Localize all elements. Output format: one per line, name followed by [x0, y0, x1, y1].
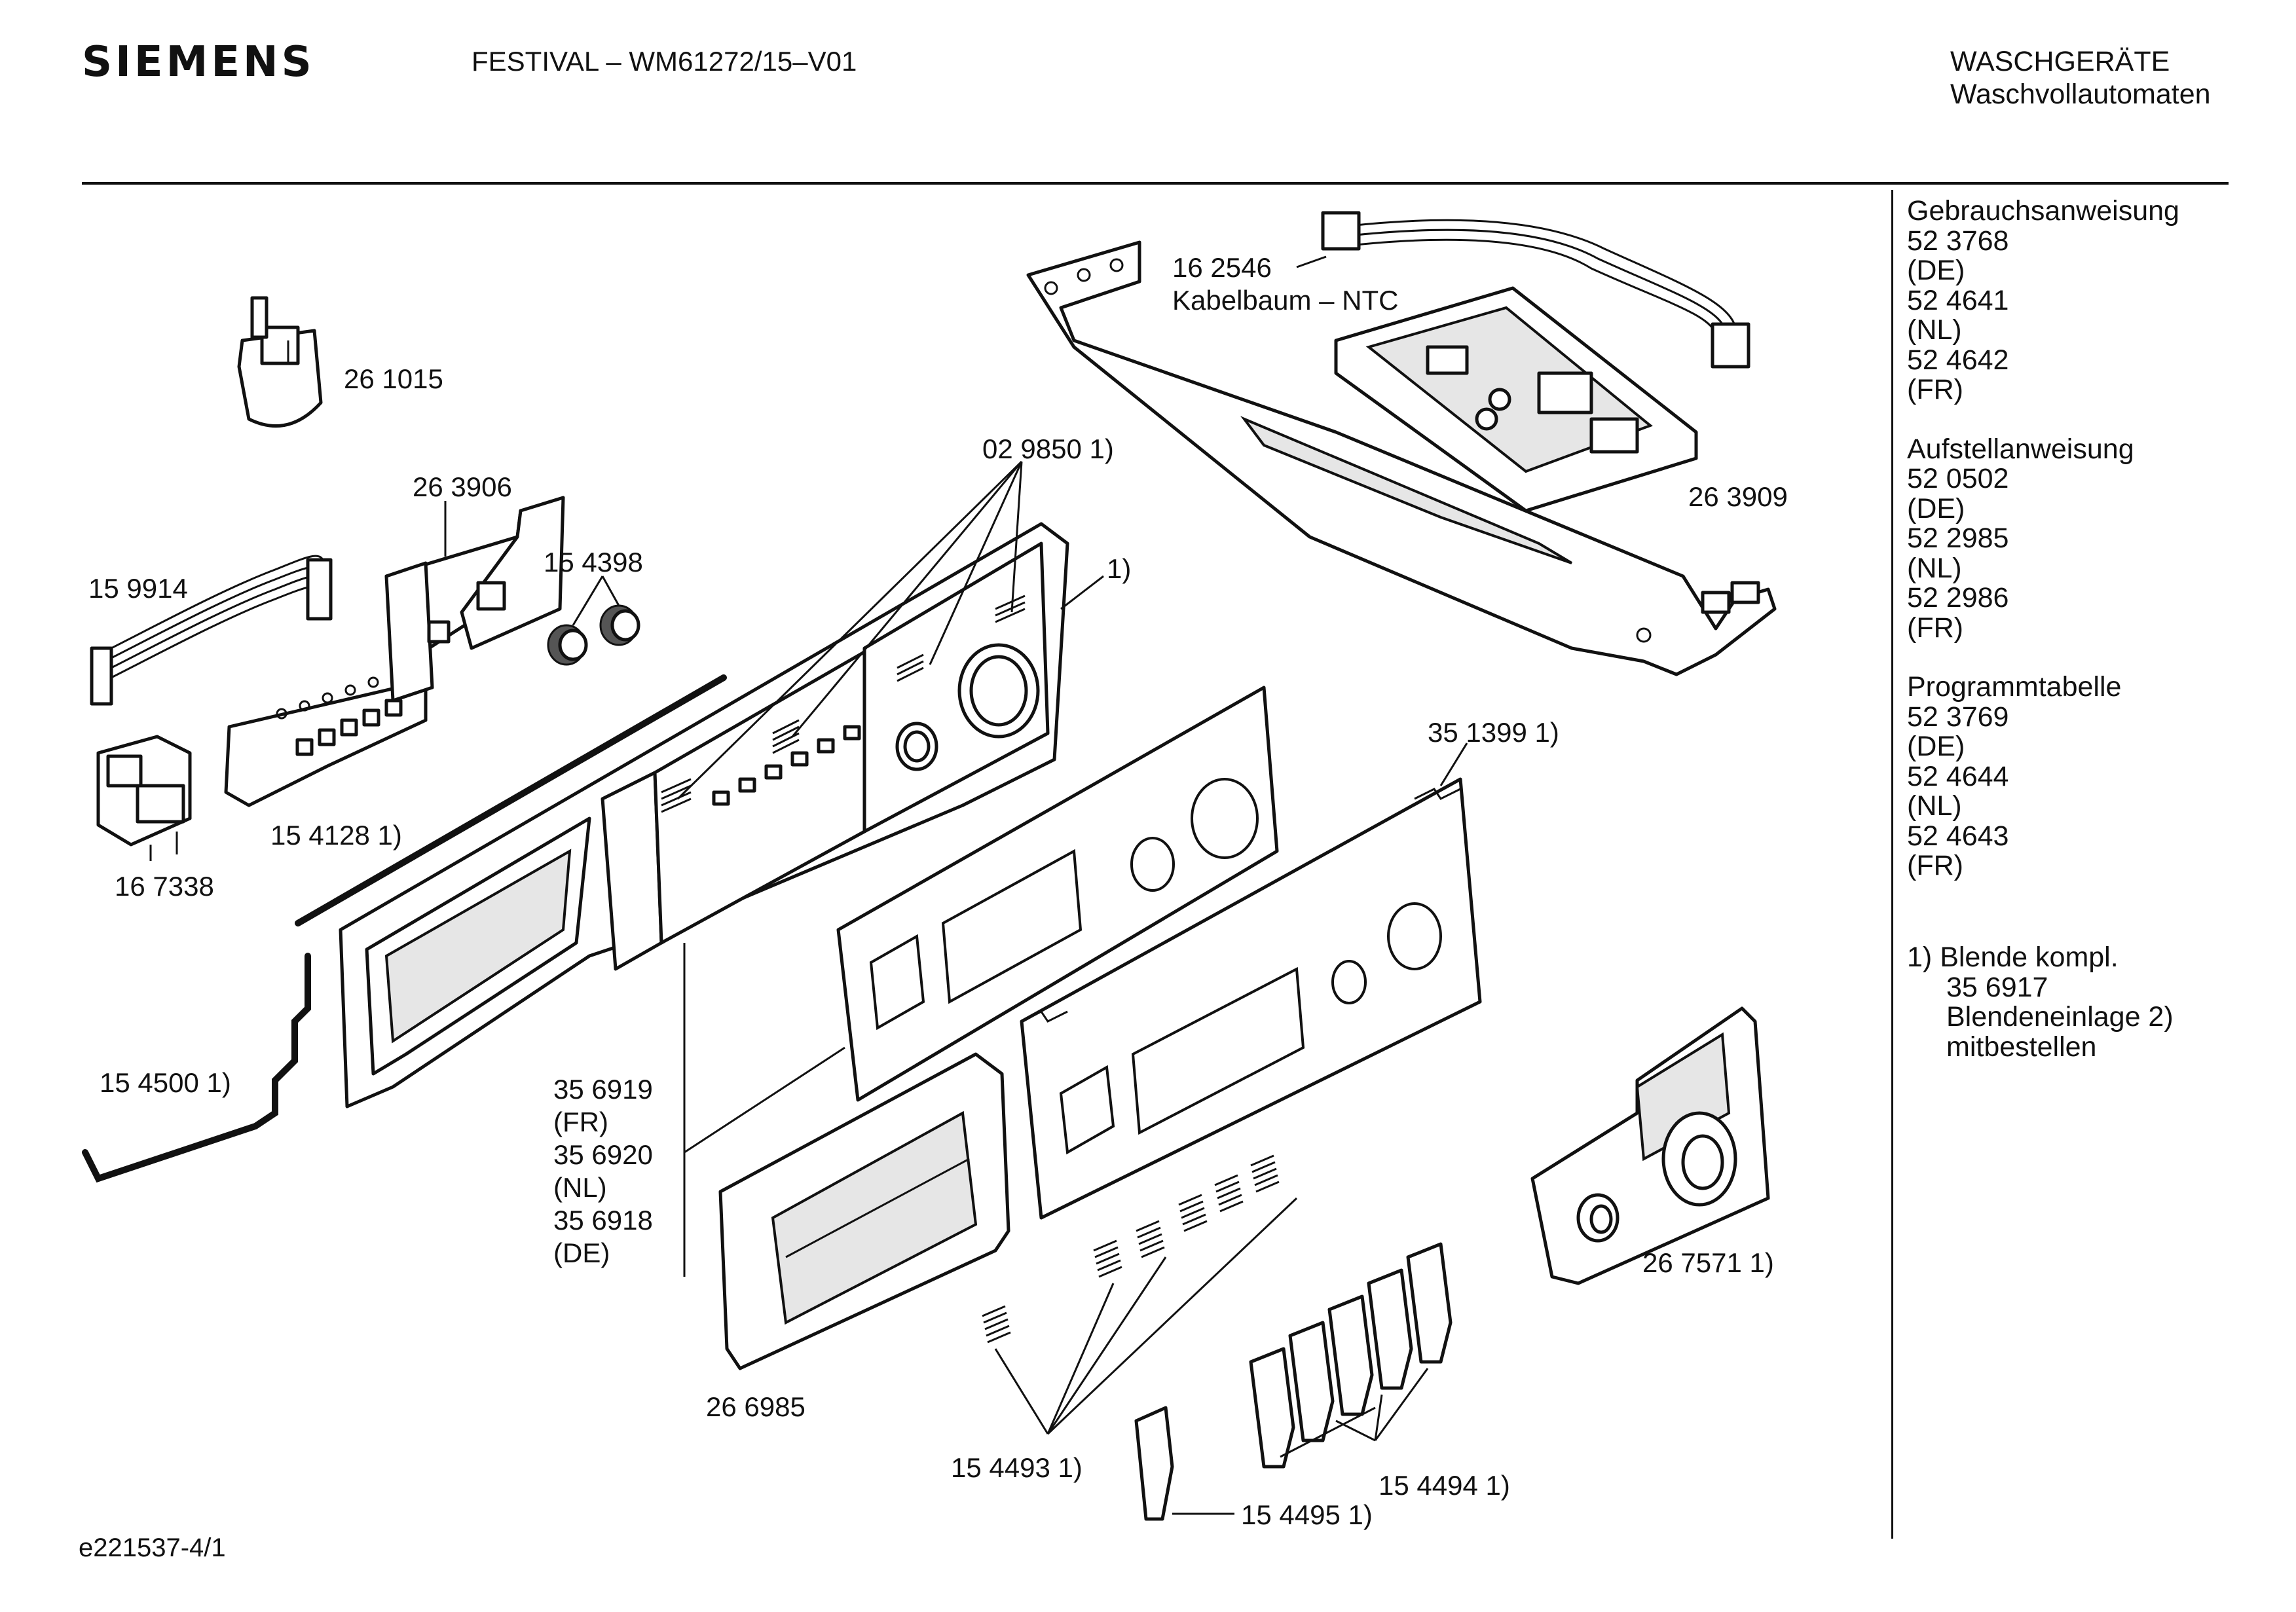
part-154128-rod: [295, 674, 727, 926]
doc-line: 52 2986: [1907, 582, 2009, 614]
header-divider: [82, 182, 2229, 185]
label-154500: 15 4500 1): [100, 1067, 231, 1098]
label-162546-desc: Kabelbaum – NTC: [1172, 285, 1399, 316]
part-154500-rod: [82, 953, 311, 1183]
label-263906: 26 3906: [413, 471, 512, 502]
part-154493-springs: [982, 1154, 1280, 1344]
part-261015-drawing: [237, 296, 323, 428]
label-267571: 26 7571 1): [1642, 1247, 1774, 1278]
part-351399-drawing: [1020, 777, 1482, 1220]
part-154494-keys: [1249, 1242, 1453, 1469]
doc-group-title: Gebrauchsanweisung: [1907, 195, 2179, 227]
brand-logo: SIEMENS: [82, 38, 315, 86]
doc-line: (DE): [1907, 492, 1965, 524]
part-154495-key: [1134, 1406, 1174, 1521]
part-263906-drawing: [224, 496, 565, 807]
label-154493: 15 4493 1): [951, 1452, 1083, 1483]
label-029850: 02 9850 1): [982, 433, 1114, 464]
footnote-line: 35 6917: [1946, 971, 2048, 1003]
doc-line: 52 4642: [1907, 344, 2009, 376]
model-title: FESTIVAL – WM61272/15–V01: [472, 46, 857, 77]
subcategory-title: Waschvollautomaten: [1950, 79, 2211, 110]
label-356919-variant: (FR): [553, 1107, 608, 1137]
label-167338: 16 7338: [115, 871, 214, 902]
label-351399: 35 1399 1): [1428, 717, 1559, 748]
label-263909: 26 3909: [1688, 481, 1788, 512]
category-title: WASCHGERÄTE: [1950, 46, 2170, 77]
documents-sidebar: Gebrauchsanweisung 52 3768 (DE) 52 4641 …: [1907, 196, 2179, 911]
doc-line: (FR): [1907, 612, 1963, 644]
part-263909-drawing: [1026, 240, 1777, 676]
label-356920-variant: (NL): [553, 1172, 607, 1203]
doc-line: 52 2985: [1907, 522, 2009, 554]
label-261015: 26 1015: [344, 363, 443, 394]
part-356919-drawing: [836, 686, 1279, 1102]
part-154398-drawing: [547, 576, 640, 666]
document-id: e221537-4/1: [79, 1533, 226, 1562]
doc-line: (DE): [1907, 731, 1965, 762]
label-356919: 35 6919: [553, 1074, 653, 1105]
part-167338-drawing: [96, 735, 192, 861]
label-356918-variant: (DE): [553, 1237, 610, 1268]
footnote-line: Blendeneinlage 2): [1946, 1001, 2174, 1033]
main-panel-drawing: [339, 522, 1069, 1108]
part-266985-drawing: [718, 1052, 1010, 1370]
part-267571-drawing: [1530, 1006, 1770, 1285]
footnote: 1) Blende kompl. 35 6917 Blendeneinlage …: [1907, 942, 2174, 1063]
doc-group-programmtabelle: Programmtabelle 52 3769 (DE) 52 4644 (NL…: [1907, 672, 2179, 881]
doc-line: 52 3768: [1907, 225, 2009, 257]
label-one: 1): [1107, 553, 1132, 584]
label-159914: 15 9914: [88, 573, 188, 604]
footnote-line: mitbestellen: [1946, 1031, 2097, 1063]
label-154398: 15 4398: [544, 547, 643, 577]
doc-group-title: Programmtabelle: [1907, 671, 2122, 703]
part-159914-drawing: [90, 555, 333, 706]
doc-line: (NL): [1907, 790, 1962, 822]
label-162546: 16 2546: [1172, 252, 1272, 283]
doc-line: (FR): [1907, 850, 1963, 881]
doc-line: (NL): [1907, 552, 1962, 584]
doc-line: (DE): [1907, 255, 1965, 286]
doc-line: 52 3769: [1907, 701, 2009, 733]
doc-group-aufstellanweisung: Aufstellanweisung 52 0502 (DE) 52 2985 (…: [1907, 433, 2179, 644]
doc-line: (NL): [1907, 314, 1962, 346]
part-162546-drawing: [1321, 211, 1750, 369]
doc-line: 52 4641: [1907, 284, 2009, 316]
label-266985: 26 6985: [706, 1391, 805, 1422]
doc-group-gebrauchsanweisung: Gebrauchsanweisung 52 3768 (DE) 52 4641 …: [1907, 196, 2179, 405]
doc-line: (FR): [1907, 374, 1963, 405]
label-154494: 15 4494 1): [1379, 1470, 1510, 1501]
leader-lines: [444, 255, 1468, 1515]
label-154128: 15 4128 1): [270, 820, 402, 851]
doc-line: 52 4643: [1907, 820, 2009, 852]
sidebar-divider: [1891, 190, 1893, 1539]
footnote-line: 1) Blende kompl.: [1907, 942, 2119, 973]
label-356920: 35 6920: [553, 1139, 653, 1170]
label-356918: 35 6918: [553, 1205, 653, 1236]
doc-line: 52 4644: [1907, 760, 2009, 792]
label-154495: 15 4495 1): [1241, 1499, 1373, 1530]
doc-line: 52 0502: [1907, 463, 2009, 494]
doc-group-title: Aufstellanweisung: [1907, 433, 2134, 465]
